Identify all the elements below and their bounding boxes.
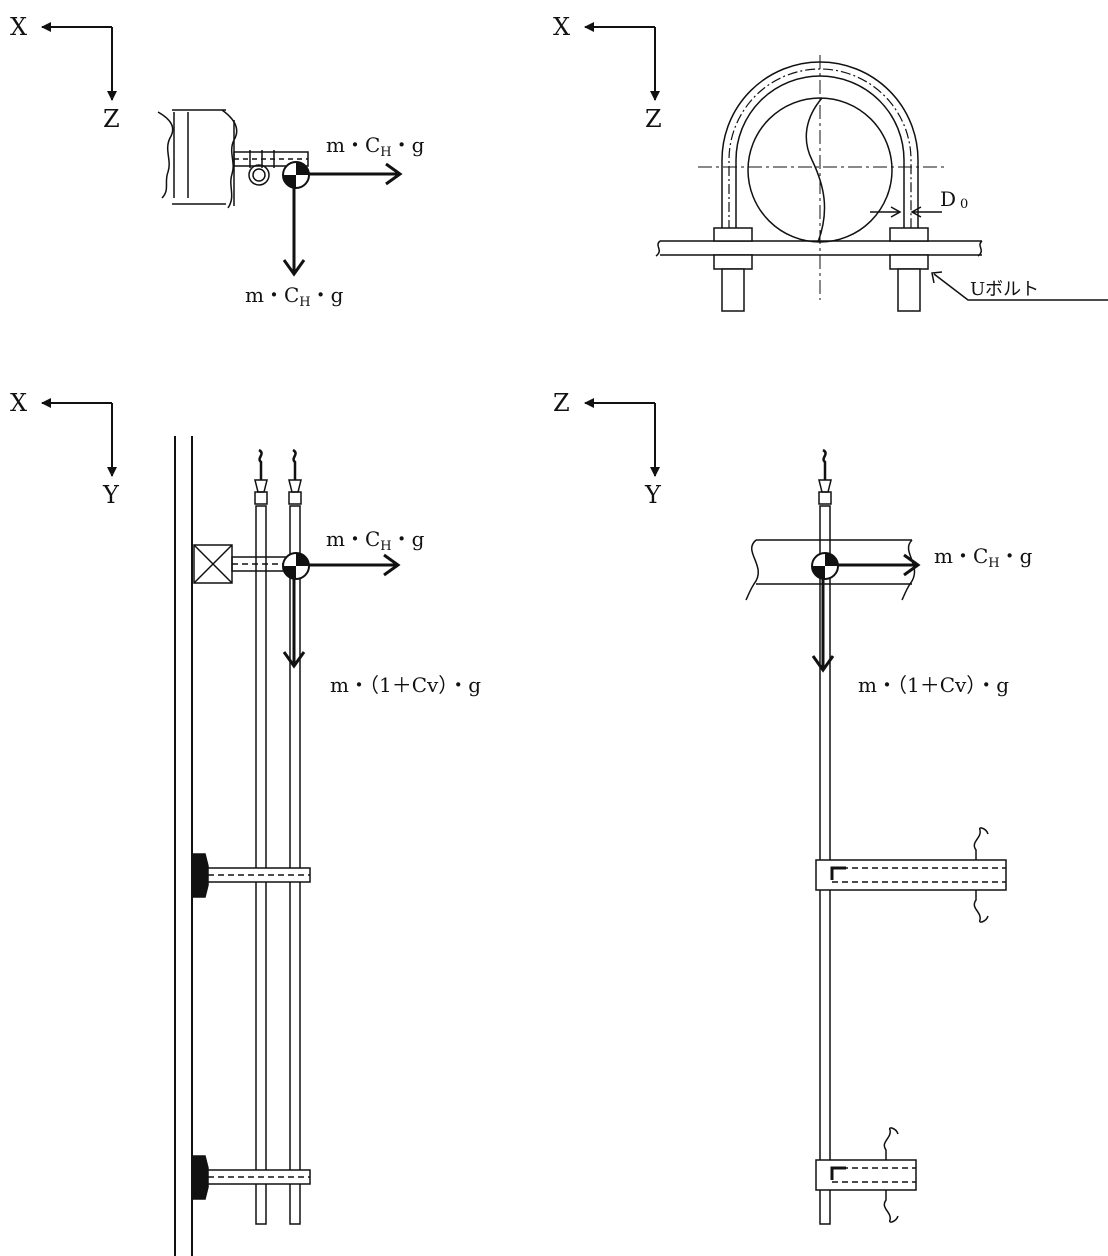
bracket-bottom <box>815 1127 917 1223</box>
horizontal-force-label: m・CH・g <box>934 544 1033 571</box>
diameter-dimension <box>870 206 942 218</box>
panel-top-right: X Z <box>553 13 1108 312</box>
horizontal-force-label: m・CH・g <box>326 133 425 160</box>
horizontal-force-label: m・CH・g <box>326 527 425 554</box>
force-arrows <box>282 553 401 669</box>
support-arm <box>233 150 309 186</box>
anchor-plate <box>193 544 293 584</box>
center-of-gravity-symbol <box>811 552 839 580</box>
axis-indicator: Z Y <box>553 389 662 509</box>
panel-bottom-right: Z Y <box>553 389 1033 1225</box>
axis-y-label: Y <box>644 481 662 509</box>
header-pipe <box>745 539 916 601</box>
axis-z-label: Z <box>645 105 662 133</box>
vertical-force-label: m・（1＋Cv）・g <box>330 673 481 697</box>
bracket-middle <box>815 827 1007 923</box>
vertical-force-label: m・（1＋Cv）・g <box>858 673 1009 697</box>
u-bolt-leader <box>931 271 1108 301</box>
axis-z-label: Z <box>553 389 570 417</box>
axis-x-label: X <box>10 13 27 41</box>
force-arrows <box>811 553 921 673</box>
u-bolt-label: Uボルト <box>970 279 1039 300</box>
nuts <box>713 227 929 312</box>
u-bolt <box>721 61 919 230</box>
wall <box>174 436 193 1256</box>
center-of-gravity-symbol <box>282 552 310 580</box>
axis-z-label: Z <box>103 105 120 133</box>
vertical-force-label: m・CH・g <box>245 283 344 310</box>
axis-indicator: X Z <box>10 13 120 133</box>
base-plate <box>655 240 983 257</box>
axis-indicator: X Z <box>553 13 662 133</box>
force-arrows <box>282 162 403 277</box>
axis-indicator: X Y <box>10 389 120 509</box>
panel-bottom-left: X Y <box>10 389 481 1256</box>
wall-section <box>157 109 238 209</box>
bracket-bottom <box>193 1155 311 1200</box>
panel-top-left: X Z <box>10 13 425 310</box>
axis-y-label: Y <box>102 481 120 509</box>
pipe-section <box>747 97 893 243</box>
bracket-middle <box>193 853 311 898</box>
axis-x-label: X <box>553 13 570 41</box>
center-of-gravity-symbol <box>282 161 310 189</box>
axis-x-label: X <box>10 389 27 417</box>
pipes <box>254 448 302 1225</box>
